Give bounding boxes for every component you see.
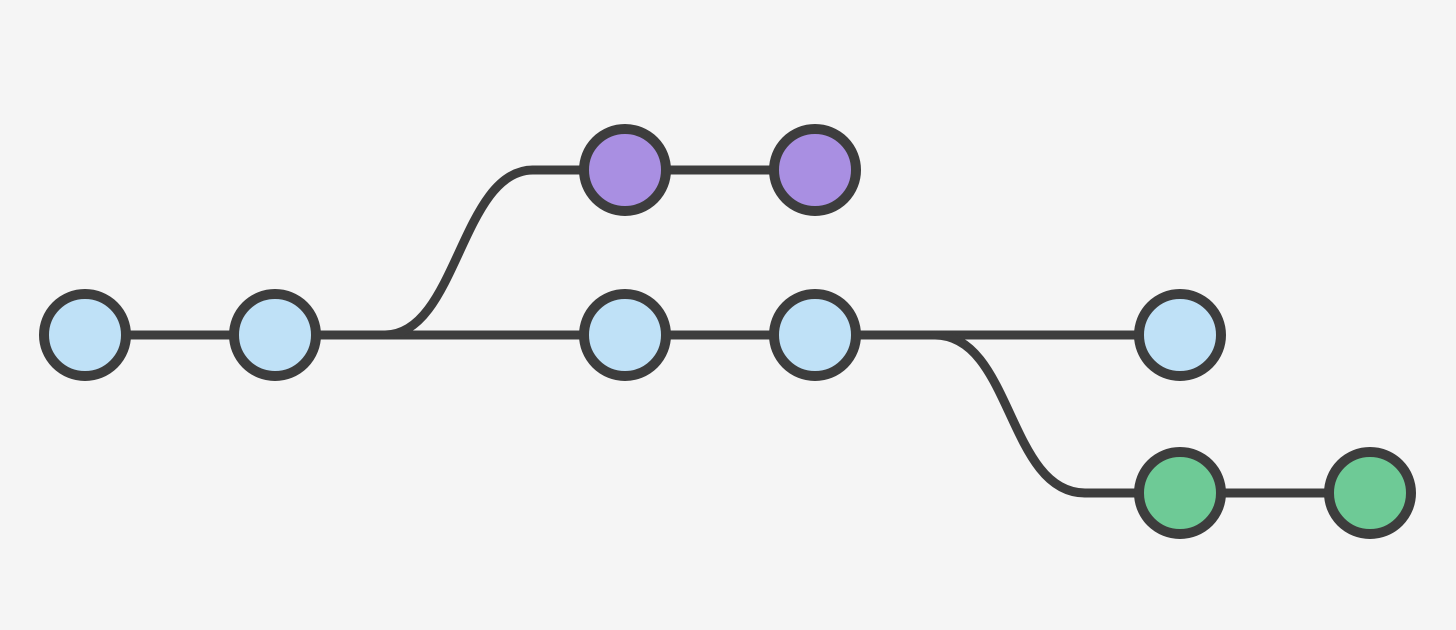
commit-node-main-1[interactable]: [39, 289, 131, 381]
commit-node-main-3[interactable]: [579, 289, 671, 381]
commit-node-top-2[interactable]: [769, 124, 861, 216]
commit-node-bottom-1[interactable]: [1134, 447, 1226, 539]
edge-fork-to-bottom-branch: [930, 330, 1090, 498]
commit-node-bottom-2[interactable]: [1324, 447, 1416, 539]
commit-node-top-1[interactable]: [579, 124, 671, 216]
commit-node-main-2[interactable]: [229, 289, 321, 381]
edge-fork-to-top-branch: [380, 165, 538, 340]
commit-node-main-4[interactable]: [769, 289, 861, 381]
commit-node-main-5[interactable]: [1134, 289, 1226, 381]
